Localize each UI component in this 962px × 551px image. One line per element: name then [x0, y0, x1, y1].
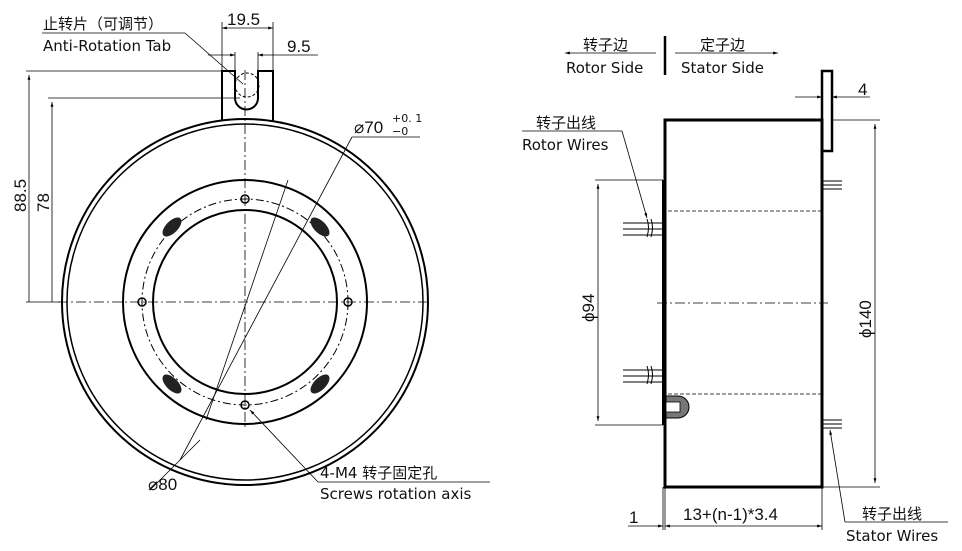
- tab-pin-circle: [234, 72, 260, 98]
- rotor-wires-cn: 转子出线: [536, 114, 596, 132]
- anti-rotation-tab: [221, 70, 274, 121]
- dim-bore-tol-lower: −0: [392, 125, 408, 138]
- screw-label-en: Screws rotation axis: [320, 485, 472, 503]
- screw-label-cn: 4-M4 转子固定孔: [320, 464, 437, 482]
- stator-wires-cn: 转子出线: [862, 505, 922, 523]
- rotor-wires-en: Rotor Wires: [522, 136, 609, 154]
- dim-pitch: ⌀80: [148, 475, 177, 494]
- stator-side-en: Stator Side: [681, 59, 764, 77]
- housing-body: [663, 118, 824, 489]
- side-view: 转子边 Rotor Side 定子边 Stator Side: [522, 36, 948, 545]
- dim-offset: 1: [629, 508, 638, 527]
- dim-slot-width: 9.5: [287, 37, 311, 56]
- front-view: 止转片（可调节） Anti-Rotation Tab 19.5 9.5 88.5…: [11, 10, 490, 503]
- dim-bore-tol-upper: +0. 1: [392, 112, 422, 125]
- dim-outer-dia: ϕ140: [856, 300, 875, 338]
- stator-wires-top: [823, 180, 842, 190]
- stator-wires-bottom: [823, 419, 842, 429]
- stator-side-cn: 定子边: [700, 36, 745, 54]
- dim-length: 13+(n-1)*3.4: [683, 505, 778, 524]
- brush-slots: [162, 217, 330, 394]
- stator-wires-en: Stator Wires: [846, 527, 938, 545]
- dim-tab-width: 19.5: [227, 10, 260, 29]
- dim-height-inner: 78: [34, 193, 53, 212]
- rotor-wires-top: [623, 218, 663, 238]
- tab-label-en: Anti-Rotation Tab: [43, 37, 171, 55]
- screw-holes: [137, 194, 353, 410]
- rotor-side-en: Rotor Side: [566, 59, 643, 77]
- anti-rotation-flange: [820, 69, 834, 153]
- dim-height-outer: 88.5: [11, 179, 30, 212]
- dim-bore: ⌀70: [354, 118, 383, 137]
- rotor-side-cn: 转子边: [583, 36, 628, 54]
- dim-flange: 4: [858, 80, 867, 99]
- tab-label-cn: 止转片（可调节）: [43, 15, 163, 33]
- rotor-wires-bottom: [623, 365, 663, 385]
- dim-rotor-dia: ϕ94: [579, 294, 598, 322]
